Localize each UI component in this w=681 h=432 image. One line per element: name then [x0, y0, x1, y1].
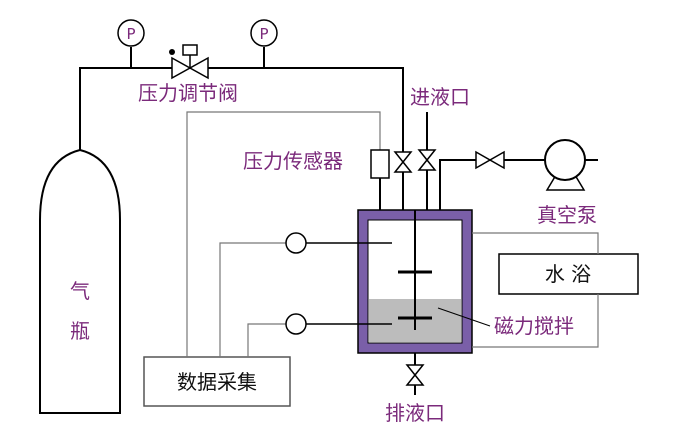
water-bath-box	[498, 253, 639, 295]
pressure-valve-label: 压力调节阀	[138, 81, 238, 105]
gas-cylinder	[39, 148, 121, 414]
drain-label: 排液口	[385, 401, 445, 425]
stirrer-leader-line	[437, 307, 491, 327]
vacuum-pump-icon	[544, 139, 598, 191]
probe-line-lower	[247, 323, 286, 357]
pressure-sensor-label: 压力传感器	[243, 149, 343, 173]
magnetic-stirrer-label: 磁力搅拌	[494, 314, 574, 338]
gas-supply-line	[79, 67, 172, 150]
pressure-gauge-icon	[250, 19, 278, 47]
gauge-symbol: P	[259, 25, 268, 43]
temperature-probe-icon	[285, 232, 307, 254]
sensor-signal-line	[186, 111, 381, 357]
gauge-symbol: P	[126, 25, 135, 43]
cylinder-label-1: 气	[70, 279, 90, 303]
data-acquisition-box	[143, 356, 291, 407]
vacuum-line	[439, 159, 548, 210]
drain-valve-icon	[405, 364, 425, 386]
water-bath-return-line	[472, 294, 599, 348]
probe-line-upper	[219, 242, 286, 357]
data-acquisition-label: 数据采集	[177, 370, 257, 394]
pressure-sensor-icon	[370, 149, 390, 179]
temperature-probe-icon	[285, 313, 307, 335]
water-bath-label: 水 浴	[545, 262, 591, 286]
vacuum-pump-label: 真空泵	[537, 203, 597, 227]
cylinder-label-2: 瓶	[70, 319, 90, 343]
inlet-valve-icon	[417, 149, 437, 171]
water-bath-supply-line	[472, 232, 599, 254]
pressure-regulating-valve-icon	[169, 44, 209, 80]
vacuum-valve-icon	[475, 150, 505, 170]
gas-valve-icon	[393, 151, 413, 173]
inlet-label: 进液口	[410, 85, 470, 109]
pressure-gauge-icon	[117, 19, 145, 47]
